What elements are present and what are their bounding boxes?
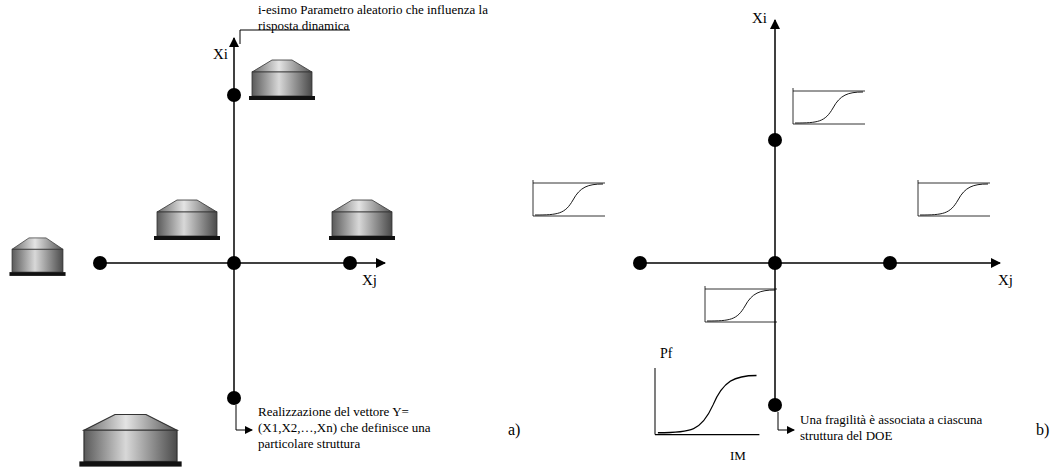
panel-label: a) (508, 422, 520, 438)
axis-label: IM (730, 448, 746, 464)
fragility-curve (793, 88, 865, 124)
axes-b (640, 20, 1000, 405)
tank (249, 60, 315, 100)
tank (9, 238, 65, 276)
leader-line (236, 405, 252, 430)
tank (154, 200, 220, 240)
panel-label: b) (1036, 422, 1049, 438)
axis-label: Pf (660, 346, 672, 362)
axis-label: Xi (213, 46, 228, 62)
leader-line (778, 412, 794, 430)
callout-text: Una fragilità è associata a ciascuna str… (800, 412, 985, 444)
fragility-curve (655, 368, 759, 435)
dots-a (93, 88, 357, 405)
tank (329, 200, 395, 240)
axis-label: Xi (752, 10, 767, 26)
tank (79, 415, 181, 467)
callout-text: Realizzazione del vettore Y=(X1,X2,…,Xn)… (258, 404, 463, 452)
fragility-curve (533, 180, 605, 216)
axis-label: Xj (362, 272, 377, 288)
note-text: i-esimo Parametro aleatorio che influenz… (258, 2, 488, 34)
fragility-curve (918, 180, 990, 216)
fragility-curve (705, 286, 777, 322)
dots-b (633, 133, 897, 412)
axis-label: Xj (998, 272, 1013, 288)
